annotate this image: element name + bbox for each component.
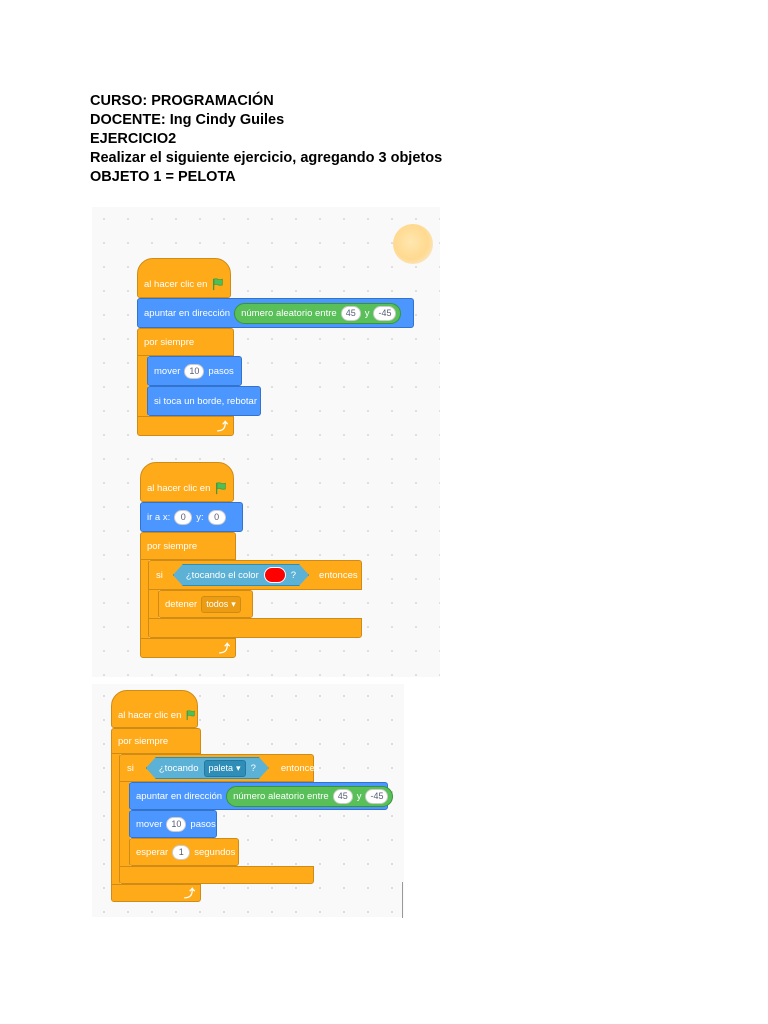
event-label-3: al hacer clic en [118,709,182,721]
random-from-input[interactable]: 45 [340,305,361,321]
forever-footer-3 [111,884,201,902]
chevron-down-icon: ▾ [236,762,241,773]
if-label: si [156,569,163,581]
exercise-title: EJERCICIO2 [90,131,177,147]
question-mark: ? [290,569,297,581]
random-number-block[interactable]: número aleatorio entre 45 y -45 [234,302,402,324]
random-to-input[interactable]: -45 [373,305,397,321]
bounce-on-edge-block[interactable]: si toca un borde, rebotar [147,386,261,416]
when-flag-clicked-block-3[interactable]: al hacer clic en [111,690,198,728]
forever-arm-3 [111,754,120,884]
touching-object-block[interactable]: ¿tocando paleta ▾ ? [146,757,269,779]
point-in-direction-block-2[interactable]: apuntar en dirección número aleatorio en… [129,782,394,810]
exercise-instructions: Realizar el siguiente ejercicio, agregan… [90,150,443,166]
wait-seconds-block[interactable]: esperar 1 segundos [129,838,239,866]
sprite-ball-icon [393,224,433,264]
seconds-label: segundos [194,846,236,858]
event-label: al hacer clic en [144,278,208,290]
random-from-input-2[interactable]: 45 [332,788,353,804]
and-label-2: y [356,790,362,802]
touching-color-label: ¿tocando el color [185,569,259,581]
stop-label: detener [165,598,198,610]
x-input[interactable]: 0 [174,509,193,525]
wait-input[interactable]: 1 [172,844,191,860]
steps-input[interactable]: 10 [184,363,205,379]
forever-arm-2 [140,560,149,640]
bounce-label: si toca un borde, rebotar [154,395,257,407]
forever-block-2[interactable]: por siempre [140,532,236,560]
forever-footer-2 [140,638,236,658]
y-label: y: [196,511,204,523]
then-label: entonces [319,569,358,581]
forever-label: por siempre [144,336,195,348]
random-to-input-2[interactable]: -45 [365,788,389,804]
if-footer [148,618,362,638]
course-title: CURSO: PROGRAMACIÓN [90,93,274,109]
wait-label: esperar [136,846,169,858]
stop-option-label: todos [206,599,229,609]
goto-label: ir a x: [147,511,171,523]
if-arm [148,590,159,618]
random-number-block-2[interactable]: número aleatorio entre 45 y -45 [226,785,394,807]
question-mark-2: ? [250,762,256,774]
point-label-2: apuntar en dirección [136,790,223,802]
then-label-2: entonces [280,762,320,774]
loop-arrow-icon: ⤴ [184,888,195,900]
steps-label-2: pasos [190,818,216,830]
forever-label-2: por siempre [147,540,198,552]
forever-block[interactable]: por siempre [137,328,234,356]
touching-color-block[interactable]: ¿tocando el color ? [173,564,309,586]
stop-option-dropdown[interactable]: todos ▾ [201,595,241,613]
stop-block[interactable]: detener todos ▾ [158,590,253,618]
go-to-xy-block[interactable]: ir a x: 0 y: 0 [140,502,243,532]
forever-label-3: por siempre [118,735,169,747]
if-then-block-2[interactable]: si ¿tocando paleta ▾ ? entonces [119,754,319,782]
canvas-edge [402,882,403,918]
teacher-name: DOCENTE: Ing Cindy Guiles [90,112,285,128]
chevron-down-icon: ▾ [231,598,236,609]
move-steps-block-2[interactable]: mover 10 pasos [129,810,217,838]
steps-input-2[interactable]: 10 [166,816,187,832]
move-steps-block[interactable]: mover 10 pasos [147,356,242,386]
object-title: OBJETO 1 = PELOTA [90,169,236,185]
when-flag-clicked-block[interactable]: al hacer clic en [137,258,231,298]
forever-footer [137,416,234,436]
loop-arrow-icon: ⤴ [219,643,230,655]
loop-arrow-icon: ⤴ [217,421,228,433]
if-arm-2 [119,782,130,866]
and-label: y [364,307,370,319]
color-swatch[interactable] [264,567,286,583]
if-then-block[interactable]: si ¿tocando el color ? entonces [148,560,362,590]
green-flag-icon [187,710,196,721]
if-label-2: si [127,762,134,774]
object-label: paleta [208,763,234,773]
forever-arm [137,356,148,416]
random-label: número aleatorio entre [241,307,337,319]
green-flag-icon [216,482,227,495]
document-header: CURSO: PROGRAMACIÓN DOCENTE: Ing Cindy G… [90,92,442,187]
event-label-2: al hacer clic en [147,482,211,494]
steps-label: pasos [208,365,234,377]
y-input[interactable]: 0 [207,509,226,525]
point-label: apuntar en dirección [144,307,231,319]
move-label-2: mover [136,818,163,830]
object-dropdown[interactable]: paleta ▾ [204,760,246,777]
point-in-direction-block[interactable]: apuntar en dirección número aleatorio en… [137,298,414,328]
when-flag-clicked-block-2[interactable]: al hacer clic en [140,462,234,502]
move-label: mover [154,365,181,377]
random-label-2: número aleatorio entre [233,790,329,802]
forever-block-3[interactable]: por siempre [111,728,201,754]
touching-label: ¿tocando [158,762,199,774]
green-flag-icon [213,278,224,291]
if-footer-2 [119,866,314,884]
